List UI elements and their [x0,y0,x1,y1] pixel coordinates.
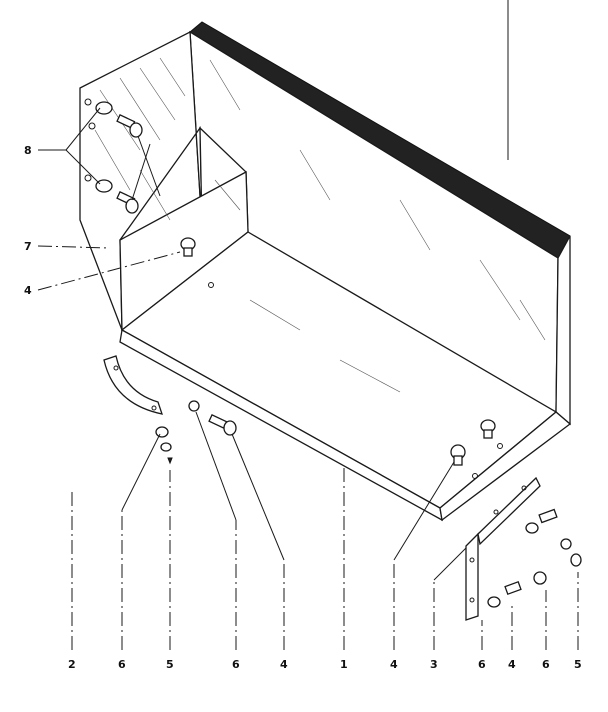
callout-bottom-1: 2 [68,658,76,671]
mount-hole [88,122,96,130]
left-mounting-hardware [95,101,161,214]
callout-7: 7 [24,240,32,253]
screw-hole [208,282,214,288]
screw-hole [472,473,478,479]
right-bracket [465,476,541,621]
callout-8: 8 [24,144,32,157]
callout-bottom-2: 6 [118,658,126,671]
washer [95,101,113,115]
callout-bottom-5: 4 [280,658,288,671]
bolt [116,191,139,214]
callout-bottom-8: 3 [430,658,438,671]
right-upper-screw [450,444,466,466]
mount-hole [84,98,92,106]
leader-lines [37,107,579,650]
callout-bottom-7: 4 [390,658,398,671]
shading-lines [94,57,546,393]
callout-bottom-6: 1 [340,658,348,671]
mount-hole [84,174,92,182]
callout-bottom-4: 6 [232,658,240,671]
washer [95,179,113,193]
screw-hole [497,443,503,449]
callout-bottom-11: 6 [542,658,550,671]
callout-bottom-12: 5 [574,658,582,671]
screw-left-panel [180,237,196,257]
right-lower-screw [480,419,496,439]
callout-bottom-3: 5 [166,658,174,671]
bracket-washer-nut-left [155,426,173,465]
front-lip-right [439,411,572,522]
callout-4-left: 4 [24,284,32,297]
right-fasteners [487,508,582,608]
callout-labels: 8 7 4 2 6 5 6 4 1 4 3 6 4 6 5 [24,144,582,671]
bolt-washer-left [188,400,237,436]
shelf-bin-part [79,21,572,522]
right-side-edge [555,235,571,426]
callout-bottom-9: 6 [478,658,486,671]
bolt [116,114,143,138]
callout-bottom-10: 4 [508,658,516,671]
left-bracket [103,355,163,415]
